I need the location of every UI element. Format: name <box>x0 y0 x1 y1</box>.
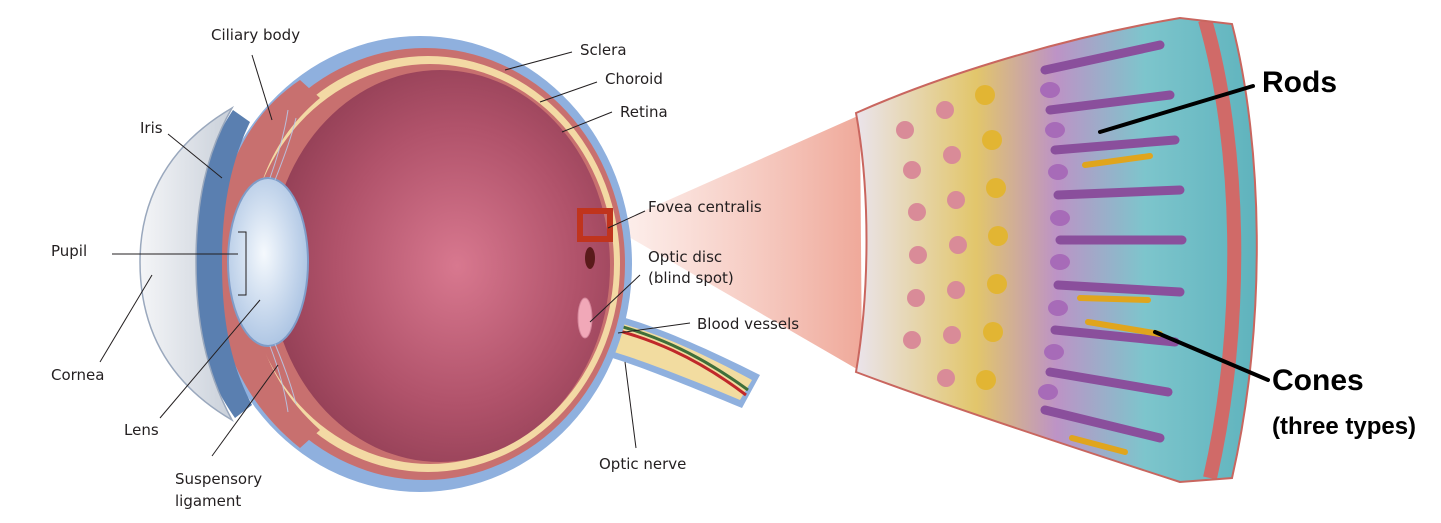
pigment-epithelium <box>1198 18 1242 480</box>
cones-pointer <box>1153 330 1270 382</box>
iris <box>190 110 252 418</box>
zoom-projection <box>610 115 862 372</box>
label-suspensory: Suspensory <box>175 470 262 488</box>
fovea-pit <box>585 247 595 269</box>
suspensory-ligament <box>269 109 297 413</box>
label-blood-vessels: Blood vessels <box>697 315 799 333</box>
leader-fovea <box>607 210 646 229</box>
leader-optic-disc <box>589 274 641 323</box>
label-cones-note: (three types) <box>1272 413 1416 440</box>
lens <box>227 177 309 347</box>
rod-nuclei <box>1038 82 1070 400</box>
ganglion-cells <box>896 101 967 387</box>
leader-blood-vessels <box>617 322 691 334</box>
label-ligament: ligament <box>175 492 241 510</box>
label-sclera: Sclera <box>580 41 627 59</box>
leader-iris <box>167 133 223 179</box>
leader-optic-nerve <box>624 361 637 449</box>
vitreous-body <box>270 70 610 462</box>
leader-choroid <box>539 81 598 103</box>
label-optic-disc: Optic disc <box>648 248 722 266</box>
leader-sclera <box>504 51 573 71</box>
leader-lens <box>159 299 261 419</box>
fovea-marker <box>577 208 613 242</box>
ciliary-body <box>215 80 320 448</box>
rods-pointer <box>1098 84 1255 134</box>
label-iris: Iris <box>140 119 163 137</box>
optic-disc <box>577 297 593 339</box>
leader-lines <box>99 51 691 457</box>
cornea <box>139 105 235 422</box>
label-ciliary-body: Ciliary body <box>211 26 300 44</box>
label-rods: Rods <box>1262 66 1337 99</box>
cone-cells <box>1069 153 1163 455</box>
bipolar-cells <box>975 85 1008 390</box>
label-retina: Retina <box>620 103 668 121</box>
label-optic-nerve: Optic nerve <box>599 455 686 473</box>
leader-ciliary-body <box>251 54 273 121</box>
label-lens: Lens <box>124 421 159 439</box>
label-pupil: Pupil <box>51 242 87 260</box>
leader-suspensory <box>211 364 279 457</box>
rod-cells <box>1040 40 1187 443</box>
label-cones: Cones <box>1272 364 1364 397</box>
label-cornea: Cornea <box>51 366 104 384</box>
label-choroid: Choroid <box>605 70 663 88</box>
pupil-bracket <box>238 231 247 296</box>
label-blind-spot: (blind spot) <box>648 269 734 287</box>
label-fovea-centralis: Fovea centralis <box>648 198 762 216</box>
leader-retina <box>561 111 613 133</box>
retina-magnified-wedge <box>854 16 1258 484</box>
leader-cornea <box>99 274 153 363</box>
